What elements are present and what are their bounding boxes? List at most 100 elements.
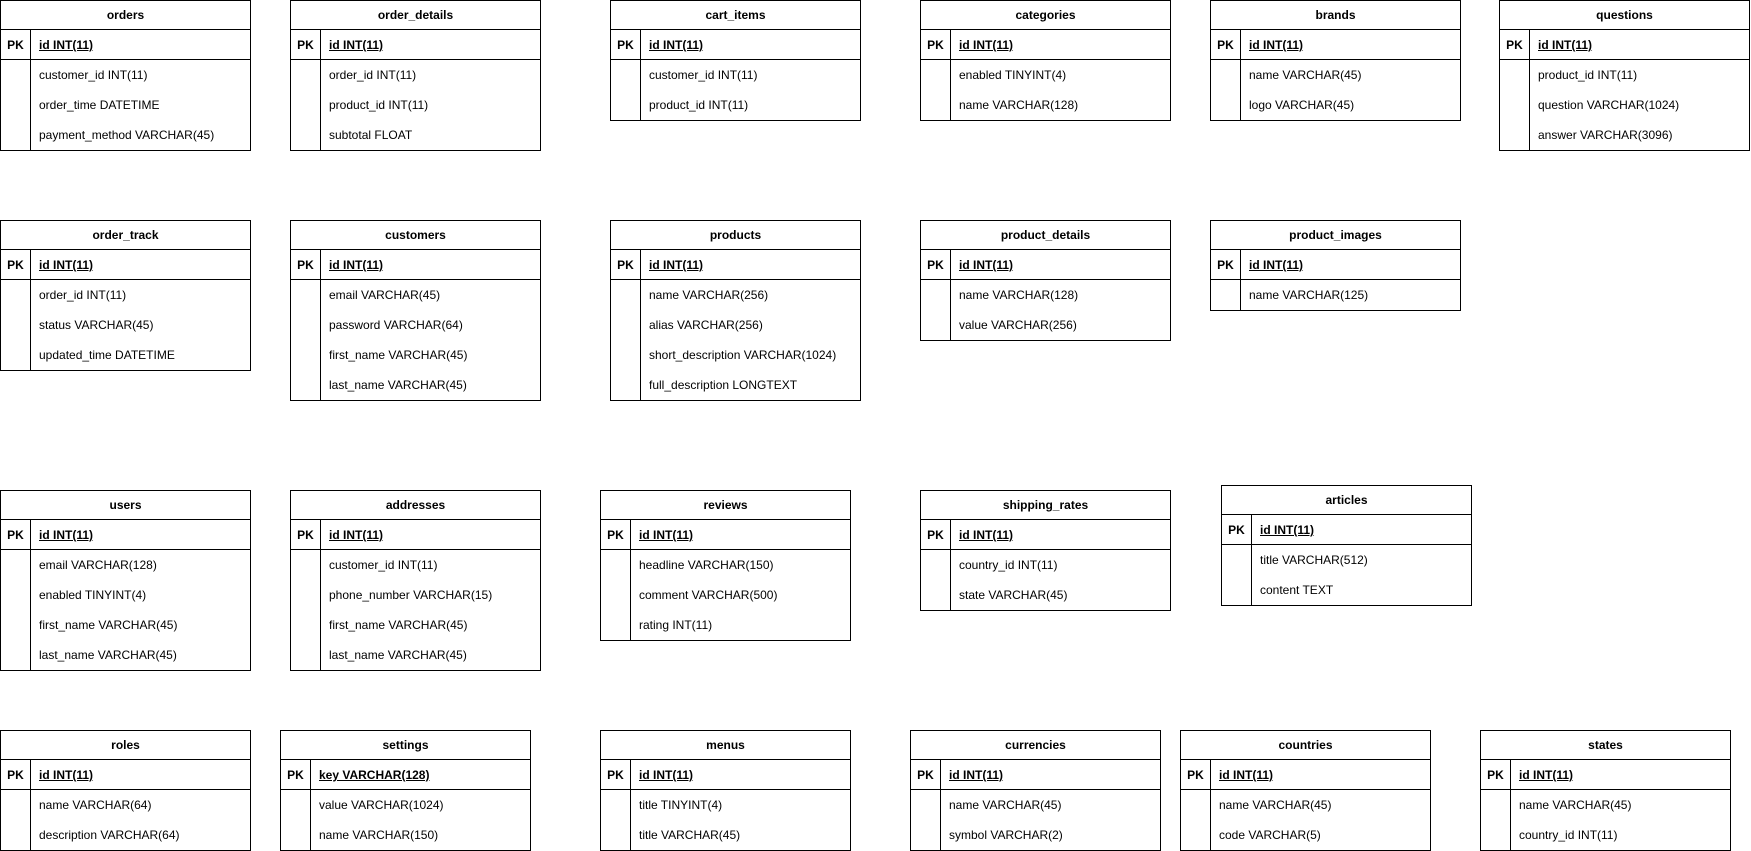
field: order_id INT(11) (39, 288, 127, 302)
field-row: value VARCHAR(1024) (281, 790, 530, 820)
field: subtotal FLOAT (329, 128, 413, 142)
field-row: name VARCHAR(45) (911, 790, 1160, 820)
field: name VARCHAR(64) (39, 798, 152, 812)
pk-field: id INT(11) (959, 258, 1014, 272)
field: first_name VARCHAR(45) (329, 618, 468, 632)
field-row: status VARCHAR(45) (1, 310, 250, 340)
field: customer_id INT(11) (39, 68, 148, 82)
pk-label: PK (1222, 515, 1252, 544)
table-title: states (1481, 731, 1730, 760)
field-row: description VARCHAR(64) (1, 820, 250, 850)
pk-label: PK (1500, 30, 1530, 59)
field: comment VARCHAR(500) (639, 588, 778, 602)
field: content TEXT (1260, 583, 1334, 597)
field: description VARCHAR(64) (39, 828, 180, 842)
field: name VARCHAR(128) (959, 288, 1079, 302)
field-row: full_description LONGTEXT (611, 370, 860, 400)
field: customer_id INT(11) (649, 68, 758, 82)
pk-label: PK (1211, 30, 1241, 59)
table-title: countries (1181, 731, 1430, 760)
field-row: customer_id INT(11) (291, 550, 540, 580)
table-title: reviews (601, 491, 850, 520)
field: headline VARCHAR(150) (639, 558, 774, 572)
pk-field: id INT(11) (329, 38, 384, 52)
field-row: product_id INT(11) (1500, 60, 1749, 90)
pk-field: id INT(11) (39, 768, 94, 782)
field: name VARCHAR(150) (319, 828, 439, 842)
field: answer VARCHAR(3096) (1538, 128, 1673, 142)
pk-field: id INT(11) (959, 528, 1014, 542)
field: title VARCHAR(45) (639, 828, 741, 842)
field-row: name VARCHAR(45) (1481, 790, 1730, 820)
table-title: cart_items (611, 1, 860, 30)
table-title: customers (291, 221, 540, 250)
pk-field: id INT(11) (1249, 258, 1304, 272)
field: name VARCHAR(45) (1519, 798, 1632, 812)
field-row: customer_id INT(11) (611, 60, 860, 90)
field: payment_method VARCHAR(45) (39, 128, 215, 142)
field-row: short_description VARCHAR(1024) (611, 340, 860, 370)
field: product_id INT(11) (1538, 68, 1638, 82)
field: password VARCHAR(64) (329, 318, 463, 332)
field-row: answer VARCHAR(3096) (1500, 120, 1749, 150)
field-row: customer_id INT(11) (1, 60, 250, 90)
field-row: order_time DATETIME (1, 90, 250, 120)
field: symbol VARCHAR(2) (949, 828, 1063, 842)
pk-field: id INT(11) (39, 528, 94, 542)
field: alias VARCHAR(256) (649, 318, 763, 332)
table-title: settings (281, 731, 530, 760)
table-title: products (611, 221, 860, 250)
pk-label: PK (601, 520, 631, 549)
field: first_name VARCHAR(45) (39, 618, 178, 632)
field-row: name VARCHAR(128) (921, 280, 1170, 310)
field-row: order_id INT(11) (1, 280, 250, 310)
field: rating INT(11) (639, 618, 713, 632)
field: enabled TINYINT(4) (39, 588, 147, 602)
field-row: last_name VARCHAR(45) (291, 370, 540, 400)
field: question VARCHAR(1024) (1538, 98, 1680, 112)
field: updated_time DATETIME (39, 348, 175, 362)
field-row: logo VARCHAR(45) (1211, 90, 1460, 120)
field-row: alias VARCHAR(256) (611, 310, 860, 340)
field-row: value VARCHAR(256) (921, 310, 1170, 340)
table-title: product_images (1211, 221, 1460, 250)
field-row: phone_number VARCHAR(15) (291, 580, 540, 610)
field: name VARCHAR(45) (949, 798, 1062, 812)
pk-field: id INT(11) (649, 258, 704, 272)
table-title: users (1, 491, 250, 520)
field-row: email VARCHAR(128) (1, 550, 250, 580)
field-row: name VARCHAR(64) (1, 790, 250, 820)
field-row: rating INT(11) (601, 610, 850, 640)
